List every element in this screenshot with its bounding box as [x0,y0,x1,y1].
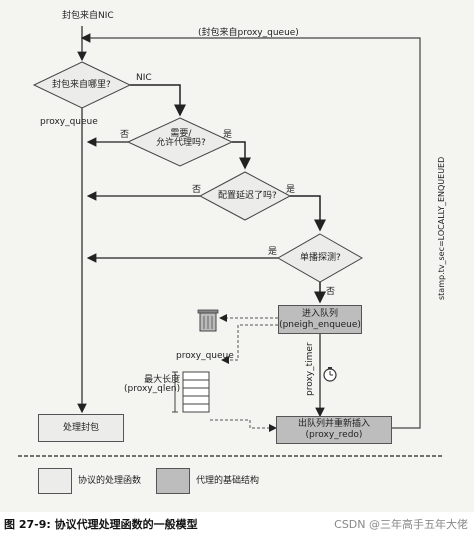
legend-proxy-swatch [156,468,190,494]
timer-icon [323,367,337,382]
proxy-queue-branch-label: proxy_queue [40,117,98,127]
decision-unicast: 单播探测? [300,253,341,263]
decision-delay: 配置延迟了吗? [218,191,277,201]
stamp-label: stamp.tv_sec=LOCALLY_ENQUEUED [437,156,446,300]
enqueue-box: 进入队列 (pneigh_enqueue) [278,305,362,334]
decision-proxy-allowed: 需要/ 允许代理吗? [156,129,206,148]
no-label-1: 否 [120,130,130,140]
watermark: CSDN @三年高手五年大佬 [334,518,468,531]
proxy-queue-icon [182,371,210,413]
nic-branch-label: NIC [136,73,152,83]
no-label-3: 否 [326,287,336,297]
yes-label-1: 是 [223,130,233,140]
no-label-2: 否 [192,185,202,195]
process-box: 处理封包 [38,414,124,442]
diagram-canvas: 封包来自NIC (封包来自proxy_queue) 封包来自哪里? NIC pr… [0,0,474,512]
timer-label: proxy_timer [305,342,315,396]
trash-icon [197,309,219,332]
max-len-label: 最大长度 (proxy_qlen) [124,375,181,394]
yes-label-3: 是 [268,247,278,257]
yes-label-2: 是 [286,185,296,195]
legend-proxy-label: 代理的基础结构 [196,476,260,486]
legend-protocol-swatch [38,468,72,494]
start-label: 封包来自NIC [62,11,114,21]
diagram-connectors [18,26,444,457]
redo-box: 出队列并重新插入 (proxy_redo) [276,416,392,444]
figure-caption: 图 27-9: 协议代理处理函数的一般模型 [4,518,198,531]
legend-protocol-label: 协议的处理函数 [78,476,142,486]
decision-source: 封包来自哪里? [52,80,111,90]
queue-label: proxy_queue [176,351,234,361]
loop-label: (封包来自proxy_queue) [198,28,299,38]
